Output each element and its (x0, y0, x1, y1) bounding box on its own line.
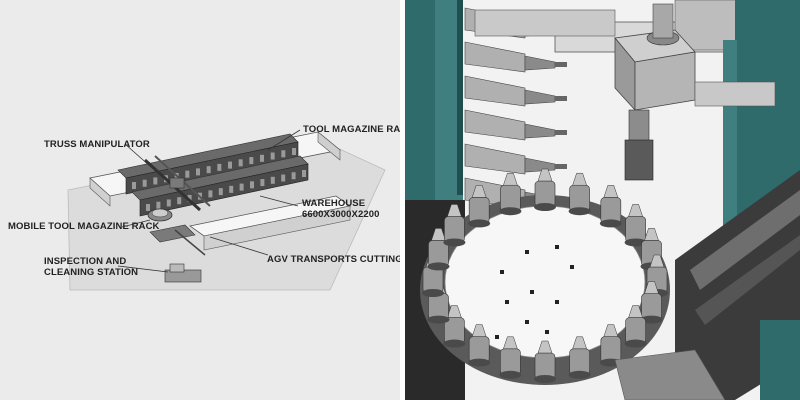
rack-tool-slot (206, 166, 211, 174)
mobile-tool-magazine-rack (147, 208, 173, 222)
truss-manipulator (143, 155, 211, 212)
rack-tool-slot (166, 199, 171, 207)
inspection-and-cleaning-station (164, 263, 202, 283)
disc-mark (570, 265, 574, 269)
ring-tool-holder (468, 324, 491, 367)
disc-mark (555, 300, 559, 304)
ring-tool-holder (499, 336, 522, 379)
label-inspection: INSPECTION AND (44, 256, 127, 267)
rack-tool-slot (185, 170, 190, 178)
ring-tool-holders (422, 168, 668, 383)
ring-tool-holder (568, 172, 591, 216)
rack-tool-slot (146, 204, 150, 211)
rack-tool-slot (217, 163, 222, 171)
rack-tool-slot (260, 154, 264, 162)
disc-mark (555, 245, 559, 249)
ring-tool-holder (624, 204, 647, 247)
ring-tool-holder (640, 281, 663, 324)
rack-tool-slot (238, 159, 243, 167)
rotary-tool-magazine-render (405, 0, 800, 400)
rack-tool-slot (260, 179, 265, 187)
ring-tool-holder (499, 172, 522, 216)
label-mobile-tool-magazine-rack: MOBILE TOOL MAGAZINE RACK (8, 221, 160, 232)
ring-tool-holder (534, 168, 556, 211)
ring-tool-holder (443, 204, 466, 247)
warehouse-layout-diagram: TRUSS MANIPULATOR TOOL MAGAZINE RACK WAR… (0, 0, 400, 400)
ring-tool-holder (568, 336, 591, 379)
rack-tool-slot (250, 181, 254, 189)
disc-mark (495, 335, 499, 339)
linear-slide-block (675, 170, 800, 400)
rack-tool-slot (270, 152, 275, 160)
rack-tool-slot (229, 185, 234, 193)
ring-tool-holder (468, 185, 491, 228)
tool-holder (464, 143, 567, 175)
disc-mark (525, 250, 529, 254)
rack-tool-slot (249, 157, 254, 165)
tool-holder (464, 41, 567, 73)
rack-tool-slot (291, 172, 296, 180)
rack-tool-slot (187, 194, 192, 202)
label-warehouse: WAREHOUSE (302, 198, 366, 209)
ring-tool-holder (443, 305, 466, 348)
rack-tool-slot (132, 182, 136, 189)
rack-tool-slot (156, 201, 161, 209)
tool-holder (464, 109, 567, 141)
rack-tool-slot (270, 176, 275, 184)
disc-mark (500, 270, 504, 274)
vertical-spindle (624, 109, 654, 181)
rack-tool-slot (239, 183, 244, 191)
warehouse-3d-rendering (67, 129, 386, 291)
disc-mark (530, 290, 534, 294)
label-truss-manipulator: TRUSS MANIPULATOR (44, 139, 150, 150)
column-tool-holders (464, 7, 567, 209)
rack-tool-slot (292, 148, 296, 155)
gearbox (614, 3, 696, 112)
ring-tool-holder (427, 228, 450, 271)
rack-tool-slot (218, 188, 223, 196)
panel-divider (400, 0, 405, 400)
rack-tool-slot (153, 177, 158, 185)
rack-tool-slot (208, 190, 213, 198)
ring-tool-holder (624, 305, 647, 348)
rack-tool-slot (281, 174, 286, 182)
ring-tool-holder (534, 340, 556, 383)
rack-tool-slot (302, 170, 306, 177)
tool-holder (464, 75, 567, 107)
disc-mark (545, 330, 549, 334)
rack-tool-slot (228, 161, 232, 169)
disc-mark (525, 320, 529, 324)
tool-magazine-3d-closeup (405, 0, 800, 400)
agv-vehicle (149, 224, 206, 256)
ring-tool-holder (599, 185, 622, 228)
rack-tool-slot (177, 197, 182, 205)
label-warehouse-dimensions: 6600X3000X2200 (302, 209, 380, 220)
disc-mark (505, 300, 509, 304)
label-cleaning-station: CLEANING STATION (44, 267, 139, 278)
rack-tool-slot (281, 150, 286, 158)
label-tool-magazine-rack: TOOL MAGAZINE RACK (303, 124, 400, 135)
label-agv-transports: AGV TRANSPORTS CUTTING TOOLS (267, 254, 400, 265)
rack-tool-slot (142, 179, 147, 187)
rack-tool-slot (196, 168, 200, 176)
